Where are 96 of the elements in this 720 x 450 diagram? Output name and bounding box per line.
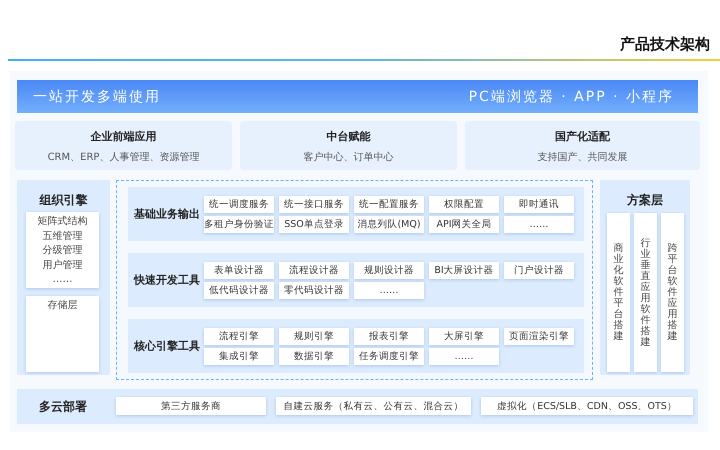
list-item: 分级管理 — [42, 244, 84, 258]
list-item: 五维管理 — [42, 230, 84, 244]
feature-tile — [276, 397, 471, 415]
row-panel — [128, 253, 584, 307]
tile-label: 统一调度服务 — [209, 198, 269, 211]
tile-label: 虚拟化（ECS/SLB、CDN、OSS、OTS） — [497, 400, 677, 412]
side-panel — [600, 180, 690, 375]
feature-tile — [429, 216, 499, 233]
tile-label: 第三方服务商 — [161, 400, 221, 412]
tile-label: …… — [530, 219, 548, 230]
list-box — [26, 212, 99, 288]
tile-label: 低代码设计器 — [209, 284, 269, 297]
row-title: 多云部署 — [39, 398, 87, 415]
tile-label: 数据引擎 — [294, 350, 334, 363]
tile-label: 集成引擎 — [219, 350, 259, 363]
solution-column — [634, 213, 657, 372]
feature-tile — [504, 262, 574, 279]
tile-label: 规则设计器 — [364, 264, 414, 277]
feature-tile — [279, 348, 349, 365]
tile-label: 统一接口服务 — [284, 198, 344, 211]
row-panel — [17, 389, 698, 424]
card-description: 支持国产、共同发展 — [536, 150, 628, 164]
header-banner — [17, 80, 698, 113]
feature-tile — [504, 216, 574, 233]
feature-tile — [354, 262, 424, 279]
tile-label: 流程设计器 — [289, 264, 339, 277]
feature-tile — [429, 262, 499, 279]
list-box — [26, 296, 99, 372]
feature-tile — [204, 196, 274, 213]
column-label: 商业化软件平台搭建 — [614, 243, 624, 342]
card-description: 客户中心、订单中心 — [302, 150, 394, 164]
feature-tile — [204, 348, 274, 365]
feature-tile — [354, 196, 424, 213]
side-panel — [17, 180, 110, 375]
solution-column — [661, 213, 684, 372]
feature-tile — [204, 328, 274, 345]
feature-tile — [429, 328, 499, 345]
card-title: 中台赋能 — [326, 129, 372, 144]
banner-heading: 一站开发多端使用 — [33, 88, 161, 106]
feature-tile — [429, 348, 499, 365]
feature-tile — [354, 216, 424, 233]
feature-tile — [279, 282, 349, 299]
dashed-container — [116, 180, 593, 380]
feature-tile — [481, 397, 693, 415]
list-item: 存储层 — [46, 299, 78, 313]
tile-label: 页面渲染引擎 — [509, 330, 569, 343]
feature-tile — [504, 196, 574, 213]
feature-tile — [204, 282, 274, 299]
page-title: 产品技术架构 — [620, 35, 710, 54]
column-label: 跨平台软件应用搭建 — [668, 243, 678, 342]
tile-label: 消息列队(MQ) — [357, 218, 421, 231]
row-title: 基础业务输出 — [134, 206, 200, 222]
tile-label: 表单设计器 — [214, 264, 264, 277]
feature-tile — [354, 348, 424, 365]
tile-label: BI大屏设计器 — [434, 264, 494, 277]
tile-label: 任务调度引擎 — [359, 350, 419, 363]
feature-tile — [204, 262, 274, 279]
solution-column — [607, 213, 630, 372]
tile-label: 权限配置 — [444, 198, 484, 211]
feature-tile — [429, 196, 499, 213]
list-item: …… — [52, 273, 74, 287]
feature-tile — [279, 216, 349, 233]
row-title: 快速开发工具 — [134, 272, 200, 288]
feature-tile — [279, 196, 349, 213]
tile-label: SSO单点登录 — [284, 218, 344, 231]
tile-label: 流程引擎 — [219, 330, 259, 343]
tile-label: 规则引擎 — [294, 330, 334, 343]
tile-label: 统一配置服务 — [359, 198, 419, 211]
card-title: 国产化适配 — [554, 129, 611, 144]
banner-subtitle: PC端浏览器 · APP · 小程序 — [468, 88, 674, 106]
tile-label: …… — [380, 285, 398, 296]
panel-title: 组织引擎 — [40, 193, 88, 207]
row-panel — [128, 319, 584, 373]
feature-tile — [116, 397, 266, 415]
feature-tile — [354, 282, 424, 299]
card-description: CRM、ERP、人事管理、资源管理 — [46, 150, 200, 164]
tile-label: 门户设计器 — [514, 264, 564, 277]
tile-label: …… — [454, 351, 474, 362]
panel-title: 方案层 — [627, 193, 663, 207]
row-title: 核心引擎工具 — [134, 338, 200, 354]
tile-label: 报表引擎 — [369, 330, 409, 343]
column-label: 行业垂直应用软件搭建 — [640, 238, 650, 348]
feature-tile — [354, 328, 424, 345]
tile-label: 零代码设计器 — [284, 284, 344, 297]
list-item: 用户管理 — [42, 258, 84, 272]
tile-label: API网关全局 — [436, 218, 492, 231]
feature-tile — [279, 262, 349, 279]
tile-label: 自建云服务（私有云、公有云、混合云） — [284, 400, 464, 412]
row-panel — [128, 187, 584, 241]
feature-tile — [279, 328, 349, 345]
tile-label: 大屏引擎 — [444, 330, 484, 343]
tile-label: 即时通讯 — [519, 198, 559, 211]
list-item: 矩阵式结构 — [36, 215, 88, 229]
tile-label: 多租户身份验证 — [204, 218, 274, 231]
feature-tile — [504, 328, 574, 345]
card-title: 企业前端应用 — [90, 129, 158, 144]
